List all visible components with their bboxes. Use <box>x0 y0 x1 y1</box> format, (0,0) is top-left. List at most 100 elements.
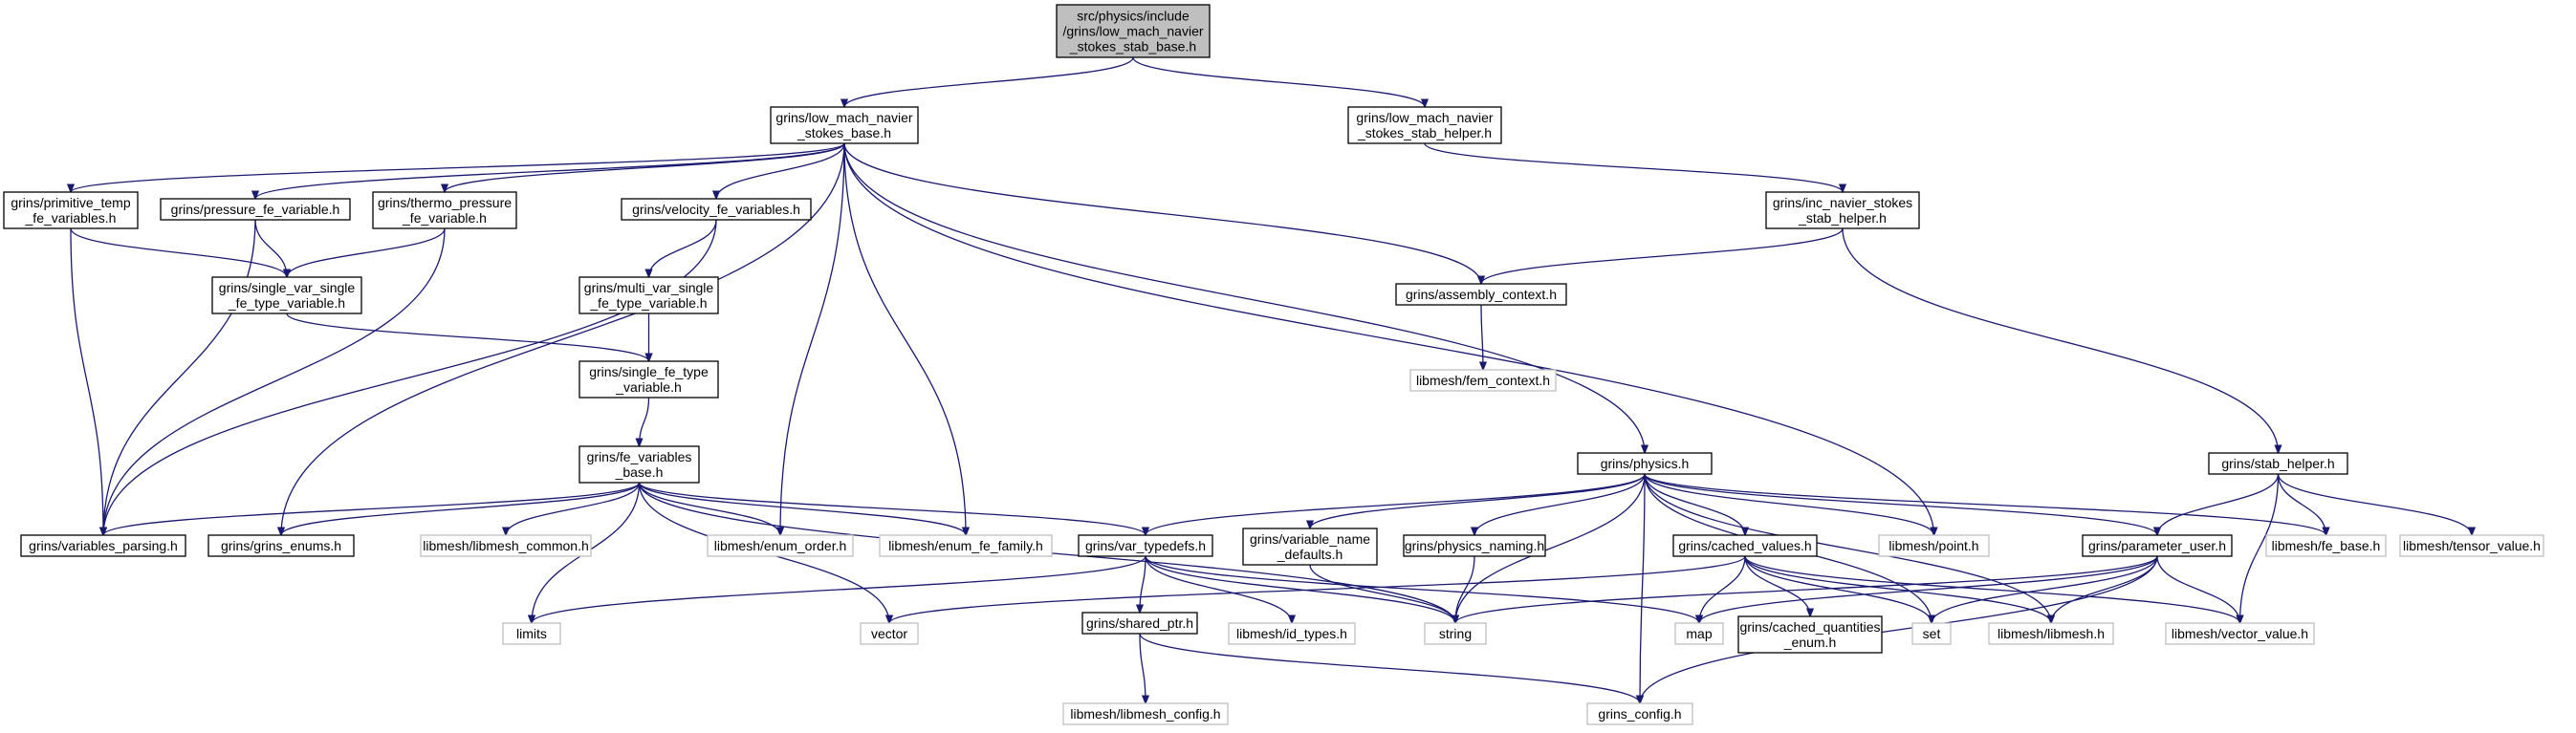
edge-sptr-to-lmconfig <box>1139 633 1146 703</box>
node-label-lmnsb-1: _stokes_base.h <box>797 125 891 140</box>
node-label-prim-1: _fe_variables.h <box>25 210 117 226</box>
node-label-genums-0: grins/grins_enums.h <box>221 538 341 553</box>
edge-lmnsb-to-thermo <box>445 142 845 192</box>
node-puser[interactable]: grins/parameter_user.h <box>2082 534 2233 557</box>
edge-lmnsb-to-velo <box>716 142 845 199</box>
node-box-physics <box>1577 452 1713 475</box>
edge-vtd-to-string <box>1145 555 1455 623</box>
node-box-point <box>1878 534 1990 557</box>
node-box-press <box>160 198 351 221</box>
node-label-string-0: string <box>1439 626 1472 641</box>
node-box-stab <box>2208 452 2348 475</box>
edge-pnaming-to-string <box>1455 555 1475 623</box>
edge-thermo-to-vparse <box>103 227 446 535</box>
node-label-febase-0: libmesh/fe_base.h <box>2272 538 2381 553</box>
node-label-velo-0: grins/velocity_fe_variables.h <box>632 202 800 217</box>
node-genums[interactable]: grins/grins_enums.h <box>207 534 355 557</box>
edge-cached-to-set <box>1744 555 1932 623</box>
node-lmconfig: libmesh/libmesh_config.h <box>1062 702 1229 725</box>
node-label-lmnsh-0: grins/low_mach_navier <box>1356 110 1494 125</box>
node-label-stab-0: grins/stab_helper.h <box>2221 456 2334 471</box>
node-label-thermo-1: _fe_variable.h <box>402 210 487 226</box>
dependency-edges <box>71 56 2472 703</box>
node-limits: limits <box>502 622 561 645</box>
node-label-enumorder-0: libmesh/enum_order.h <box>714 538 847 553</box>
node-lmcommon: libmesh/libmesh_common.h <box>420 534 592 557</box>
node-enumfe: libmesh/enum_fe_family.h <box>879 534 1053 557</box>
edge-root-to-lmnsb <box>844 56 1134 107</box>
node-label-puser-0: grins/parameter_user.h <box>2088 538 2226 553</box>
node-label-vector-0: vector <box>871 626 907 641</box>
edge-lmnsb-to-assembly <box>843 142 1481 284</box>
node-label-assembly-0: grins/assembly_context.h <box>1406 287 1557 302</box>
node-box-prim <box>3 191 139 229</box>
node-box-lmcommon <box>420 534 592 557</box>
node-pnaming[interactable]: grins/physics_naming.h <box>1403 534 1546 557</box>
node-lmnsh[interactable]: grins/low_mach_navier_stokes_stab_helper… <box>1347 106 1502 144</box>
node-vnd[interactable]: grins/variable_name_defaults.h <box>1242 528 1378 566</box>
node-string: string <box>1424 622 1487 645</box>
node-box-fevb <box>579 445 700 484</box>
node-label-sptr-0: grins/shared_ptr.h <box>1086 615 1193 631</box>
edge-cached-to-vecval <box>1744 555 2240 623</box>
node-label-femctx-0: libmesh/fem_context.h <box>1416 373 1550 388</box>
node-label-enumfe-0: libmesh/enum_fe_family.h <box>888 538 1043 553</box>
node-physics[interactable]: grins/physics.h <box>1577 452 1713 475</box>
node-incns[interactable]: grins/inc_navier_stokes_stab_helper.h <box>1765 191 1920 229</box>
node-sptr[interactable]: grins/shared_ptr.h <box>1081 612 1198 635</box>
node-label-mvsf-0: grins/multi_var_single <box>584 280 714 295</box>
node-box-map <box>1674 622 1724 645</box>
edge-velo-to-mvsf <box>649 219 717 277</box>
node-vtd[interactable]: grins/var_typedefs.h <box>1078 534 1213 557</box>
node-box-femctx <box>1409 369 1557 392</box>
edge-thermo-to-svsf <box>287 227 446 277</box>
node-box-incns <box>1765 191 1920 229</box>
node-velo[interactable]: grins/velocity_fe_variables.h <box>621 198 812 221</box>
node-label-root-1: /grins/low_mach_navier <box>1062 24 1203 39</box>
node-svsf[interactable]: grins/single_var_single_fe_type_variable… <box>211 276 362 314</box>
edge-puser-to-string <box>1455 555 2158 623</box>
node-assembly[interactable]: grins/assembly_context.h <box>1395 283 1567 306</box>
node-label-gconfig-0: grins_config.h <box>1598 706 1681 722</box>
node-label-cqenum-0: grins/cached_quantities <box>1739 619 1880 635</box>
edge-stab-to-puser <box>2157 473 2280 535</box>
edge-stab-to-vecval <box>2240 473 2280 623</box>
node-sft[interactable]: grins/single_fe_type_variable.h <box>579 360 719 399</box>
node-press[interactable]: grins/pressure_fe_variable.h <box>160 198 351 221</box>
node-label-fevb-0: grins/fe_variables <box>587 449 692 464</box>
node-lmnsb[interactable]: grins/low_mach_navier_stokes_base.h <box>770 106 919 144</box>
node-label-svsf-0: grins/single_var_single <box>219 280 356 295</box>
node-label-map-0: map <box>1686 626 1712 641</box>
node-box-vecval <box>2165 622 2315 645</box>
edge-fevb-to-enumorder <box>638 482 781 535</box>
node-vparse[interactable]: grins/variables_parsing.h <box>20 534 186 557</box>
edge-vtd-to-idtypes <box>1145 555 1292 623</box>
node-fevb[interactable]: grins/fe_variables_base.h <box>579 445 700 484</box>
node-label-libmesh-0: libmesh/libmesh.h <box>1997 626 2105 641</box>
edge-vtd-to-map <box>1145 555 1699 623</box>
node-prim[interactable]: grins/primitive_temp_fe_variables.h <box>3 191 139 229</box>
node-label-incns-0: grins/inc_navier_stokes <box>1773 195 1912 210</box>
node-thermo[interactable]: grins/thermo_pressure_fe_variable.h <box>372 191 517 229</box>
edge-puser-to-vecval <box>2156 555 2240 623</box>
node-box-velo <box>621 198 812 221</box>
edge-puser-to-gconfig <box>1640 555 2158 703</box>
node-cached[interactable]: grins/cached_values.h <box>1672 534 1818 557</box>
node-label-mvsf-1: _fe_type_variable.h <box>589 295 707 311</box>
node-stab[interactable]: grins/stab_helper.h <box>2208 452 2348 475</box>
node-label-incns-1: _stab_helper.h <box>1798 210 1887 226</box>
node-label-sft-0: grins/single_fe_type <box>589 364 709 379</box>
node-map: map <box>1674 622 1724 645</box>
edge-lmnsb-to-enumfe <box>843 142 966 535</box>
node-label-cached-0: grins/cached_values.h <box>1678 538 1811 553</box>
node-root[interactable]: src/physics/include/grins/low_mach_navie… <box>1056 4 1211 58</box>
edge-physics-to-febase <box>1644 473 2326 536</box>
node-set: set <box>1911 622 1952 645</box>
edge-lmnsh-to-incns <box>1424 142 1843 192</box>
node-cqenum[interactable]: grins/cached_quantities_enum.h <box>1737 615 1883 654</box>
node-label-cqenum-1: _enum.h <box>1783 635 1836 650</box>
node-enumorder: libmesh/enum_order.h <box>707 534 854 557</box>
edge-physics-to-vnd <box>1310 473 1646 528</box>
node-mvsf[interactable]: grins/multi_var_single_fe_type_variable.… <box>579 276 719 314</box>
